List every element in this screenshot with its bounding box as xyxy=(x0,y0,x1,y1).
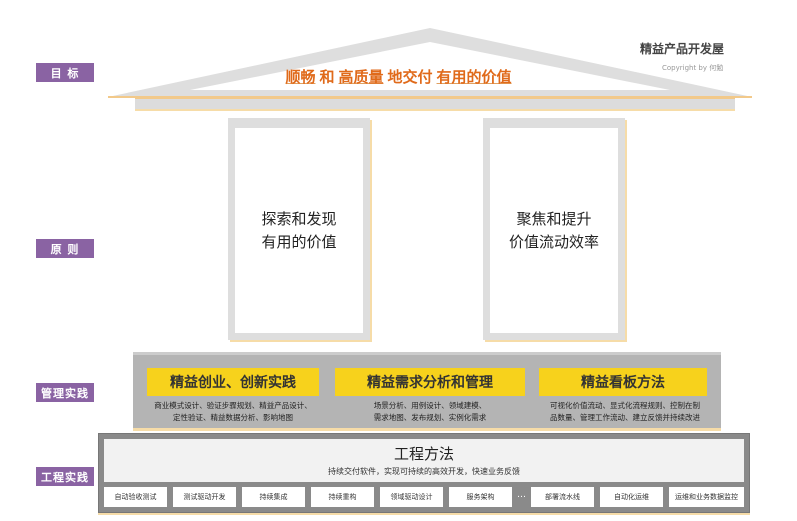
practice-requirements: 精益需求分析和管理 xyxy=(335,368,525,396)
engineering-header: 工程方法 持续交付软件，实现可持续的高效开发，快速业务反馈 xyxy=(104,439,744,482)
practice-kanban: 精益看板方法 xyxy=(539,368,707,396)
goal-and: 和 xyxy=(319,68,335,86)
eng-ellipsis: … xyxy=(517,490,526,500)
label-principle: 原 则 xyxy=(36,239,94,258)
practice-lean-startup: 精益创业、创新实践 xyxy=(147,368,319,396)
eng-item: 测试驱动开发 xyxy=(173,487,236,507)
goal-deliver: 地交付 xyxy=(387,68,433,86)
label-management: 管理实践 xyxy=(36,383,94,402)
engineering-title: 工程方法 xyxy=(393,445,454,463)
pillar-flow: 聚焦和提升价值流动效率 xyxy=(483,118,625,340)
goal-value: 有用的价值 xyxy=(436,68,512,86)
eng-item: 自动验收测试 xyxy=(104,487,167,507)
eng-item: 服务架构 xyxy=(449,487,512,507)
pillar-explore: 探索和发现有用的价值 xyxy=(228,118,370,340)
goal-smooth: 顺畅 xyxy=(285,68,316,86)
eng-item: 持续重构 xyxy=(311,487,374,507)
label-engineering: 工程实践 xyxy=(36,467,94,486)
practice-desc: 可视化价值流动、显式化流程规则、控制在制品数量、管理工作流动、建立反馈并持续改进 xyxy=(550,401,700,422)
roof-beam xyxy=(135,97,735,111)
practice-desc: 商业模式设计、验证步骤规划、精益产品设计、定性验证、精益数据分析、影响地图 xyxy=(154,401,312,422)
page-title: 精益产品开发屋 xyxy=(640,42,725,56)
eng-item: 自动化运维 xyxy=(600,487,663,507)
eng-item: 领域驱动设计 xyxy=(380,487,443,507)
pillar-text: 价值流动效率 xyxy=(508,232,599,251)
pillar-text: 聚焦和提升 xyxy=(516,209,592,228)
management-practices: 精益创业、创新实践 商业模式设计、验证步骤规划、精益产品设计、定性验证、精益数据… xyxy=(133,352,721,428)
pillar-text: 有用的价值 xyxy=(261,232,337,251)
engineering-subtitle: 持续交付软件，实现可持续的高效开发，快速业务反馈 xyxy=(328,467,520,476)
copyright: Copyright by 何勉 xyxy=(662,64,724,72)
goal-quality: 高质量 xyxy=(338,68,384,86)
eng-item: 部署流水线 xyxy=(531,487,594,507)
label-goal: 目 标 xyxy=(36,63,94,82)
roof-inner xyxy=(190,42,670,90)
goal-statement: 顺畅和高质量地交付有用的价值 xyxy=(0,66,797,87)
practice-desc: 场景分析、用例设计、领域建模、需求地图、发布规划、实例化需求 xyxy=(373,401,487,422)
engineering-practices: 工程方法 持续交付软件，实现可持续的高效开发，快速业务反馈 自动验收测试 测试驱… xyxy=(98,433,750,513)
eng-item: 运维和业务数据监控 xyxy=(669,487,744,507)
eng-item: 持续集成 xyxy=(242,487,305,507)
pillar-text: 探索和发现 xyxy=(261,209,337,228)
